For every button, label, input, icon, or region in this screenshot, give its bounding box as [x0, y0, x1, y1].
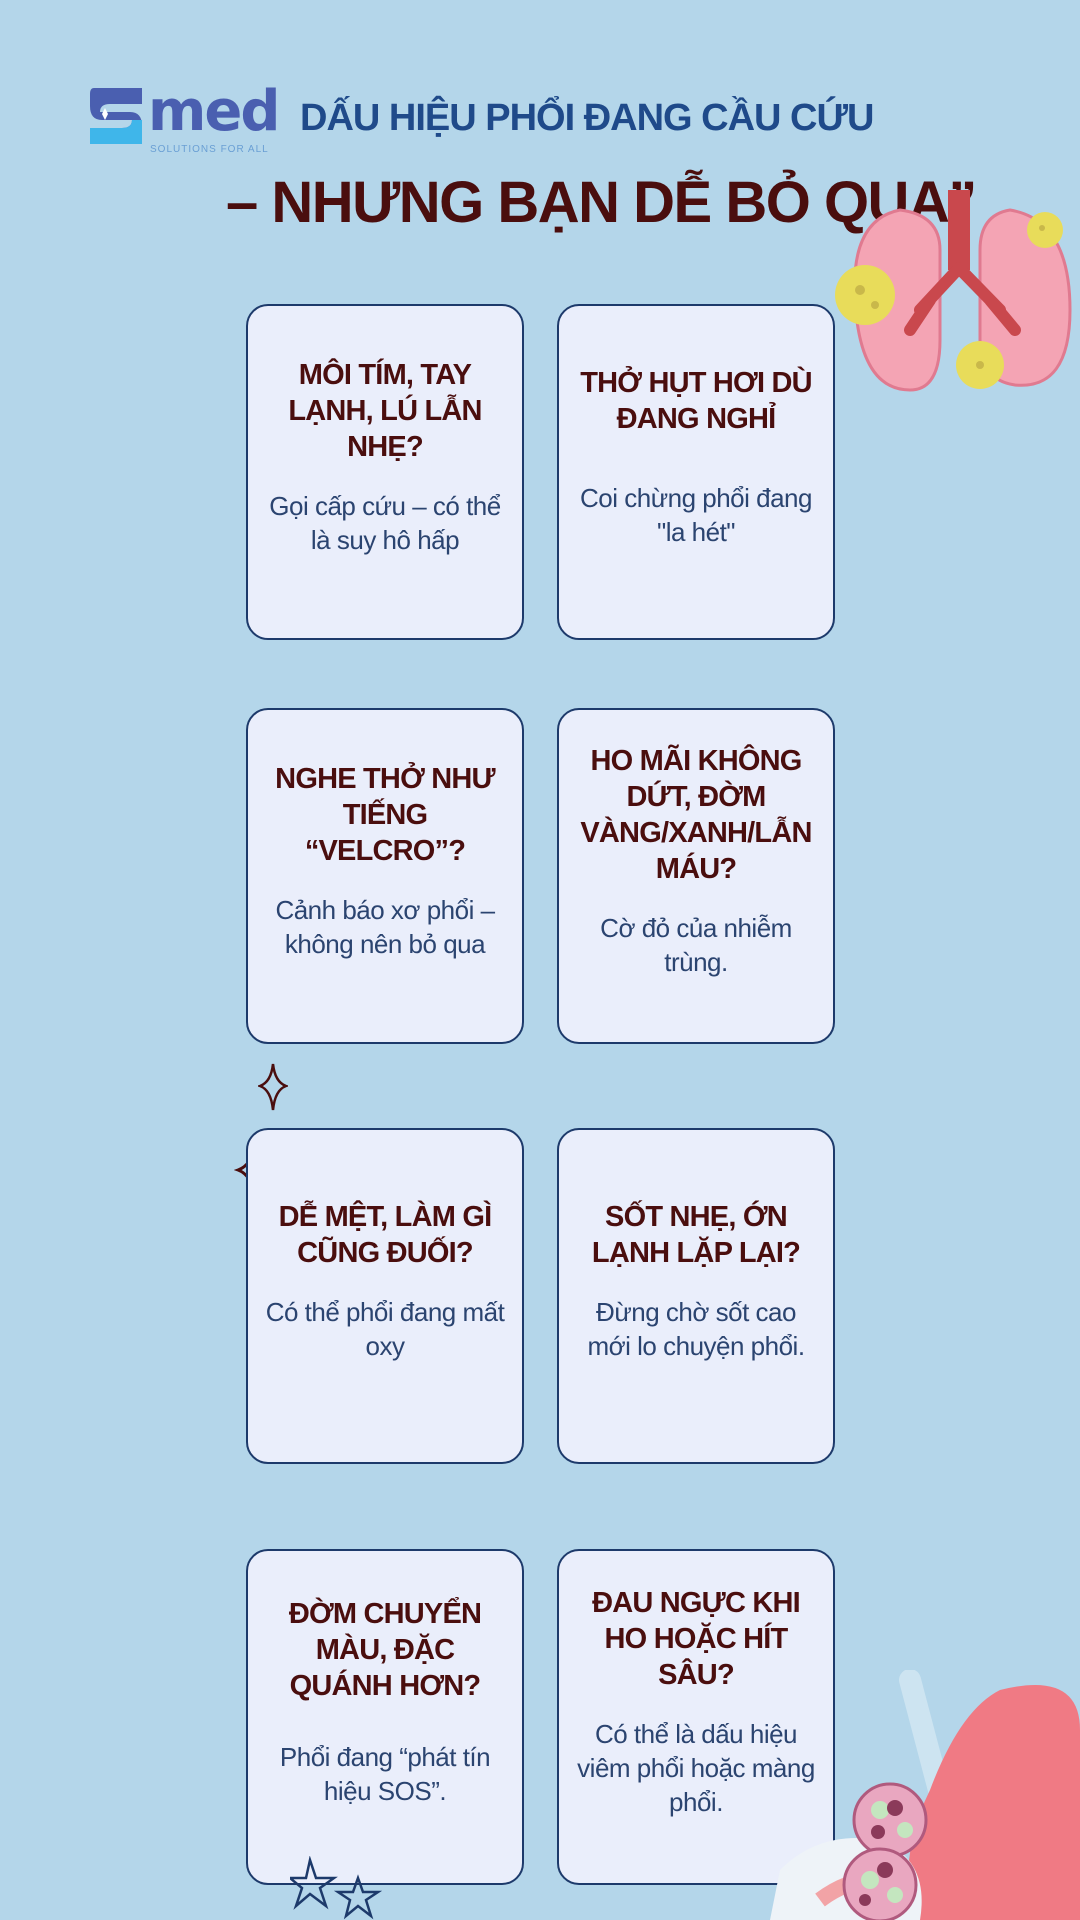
- symptom-card: ĐỜM CHUYỂN MÀU, ĐẶC QUÁNH HƠN? Phổi đang …: [246, 1549, 524, 1885]
- logo-s-mark-icon: [90, 88, 142, 144]
- page-title-line1: DẤU HIỆU PHỔI ĐANG CẦU CỨU: [300, 97, 874, 139]
- page-title-line2: – NHƯNG BẠN DỄ BỎ QUA”: [226, 170, 977, 235]
- logo-wordmark: med: [148, 79, 280, 144]
- lungs-virus-illustration-icon: [835, 190, 1072, 392]
- logo-tagline: SOLUTIONS FOR ALL: [150, 144, 269, 155]
- card-heading: THỞ HỤT HƠI DÙ ĐANG NGHỈ: [580, 367, 812, 435]
- symptom-card: MÔI TÍM, TAY LẠNH, LÚ LẪN NHẸ? Gọi cấp cứ…: [246, 304, 524, 640]
- symptom-card: NGHE THỞ NHƯ TIẾNG “VELCRO”? Cảnh báo xơ …: [246, 708, 524, 1044]
- symptom-card: DỄ MỆT, LÀM GÌ CŨNG ĐUỐI? Có thể phổi đan…: [246, 1128, 524, 1464]
- card-body: Phổi đang “phát tín hiệu SOS”.: [279, 1742, 491, 1806]
- card-body: Cờ đỏ của nhiễm trùng.: [600, 913, 792, 977]
- card-heading: ĐAU NGỰC KHI HO HOẶC HÍT SÂU?: [592, 1587, 801, 1691]
- symptom-card: HO MÃI KHÔNG DỨT, ĐỜM VÀNG/XANH/LẪN MÁU?…: [557, 708, 835, 1044]
- sparkle-icon: [258, 1063, 288, 1111]
- infected-lung-illustration-icon: [770, 1670, 1080, 1920]
- card-body: Gọi cấp cứu – có thể là suy hô hấp: [269, 491, 501, 555]
- card-heading: MÔI TÍM, TAY LẠNH, LÚ LẪN NHẸ?: [288, 359, 482, 463]
- doodle-stars-icon: [290, 1856, 383, 1920]
- card-body: Có thể là dấu hiệu viêm phổi hoặc màng p…: [577, 1719, 815, 1817]
- card-body: Cảnh báo xơ phổi – không nên bỏ qua: [275, 895, 495, 959]
- symptom-card: SỐT NHẸ, ỚN LẠNH LẶP LẠI? Đừng chờ sốt ca…: [557, 1128, 835, 1464]
- card-heading: ĐỜM CHUYỂN MÀU, ĐẶC QUÁNH HƠN?: [288, 1598, 482, 1702]
- symptom-card: ĐAU NGỰC KHI HO HOẶC HÍT SÂU? Có thể là d…: [557, 1549, 835, 1885]
- smed-logo: med SOLUTIONS FOR ALL: [86, 84, 296, 158]
- card-heading: SỐT NHẸ, ỚN LẠNH LẶP LẠI?: [591, 1201, 801, 1269]
- card-heading: DỄ MỆT, LÀM GÌ CŨNG ĐUỐI?: [278, 1201, 493, 1269]
- card-body: Đừng chờ sốt cao mới lo chuyện phổi.: [587, 1297, 805, 1361]
- card-body: Có thể phổi đang mất oxy: [265, 1297, 505, 1361]
- card-body: Coi chừng phổi đang "la hét": [580, 483, 812, 547]
- card-heading: HO MÃI KHÔNG DỨT, ĐỜM VÀNG/XANH/LẪN MÁU?: [580, 745, 812, 885]
- symptom-card: THỞ HỤT HƠI DÙ ĐANG NGHỈ Coi chừng phổi đ…: [557, 304, 835, 640]
- card-heading: NGHE THỞ NHƯ TIẾNG “VELCRO”?: [275, 763, 495, 867]
